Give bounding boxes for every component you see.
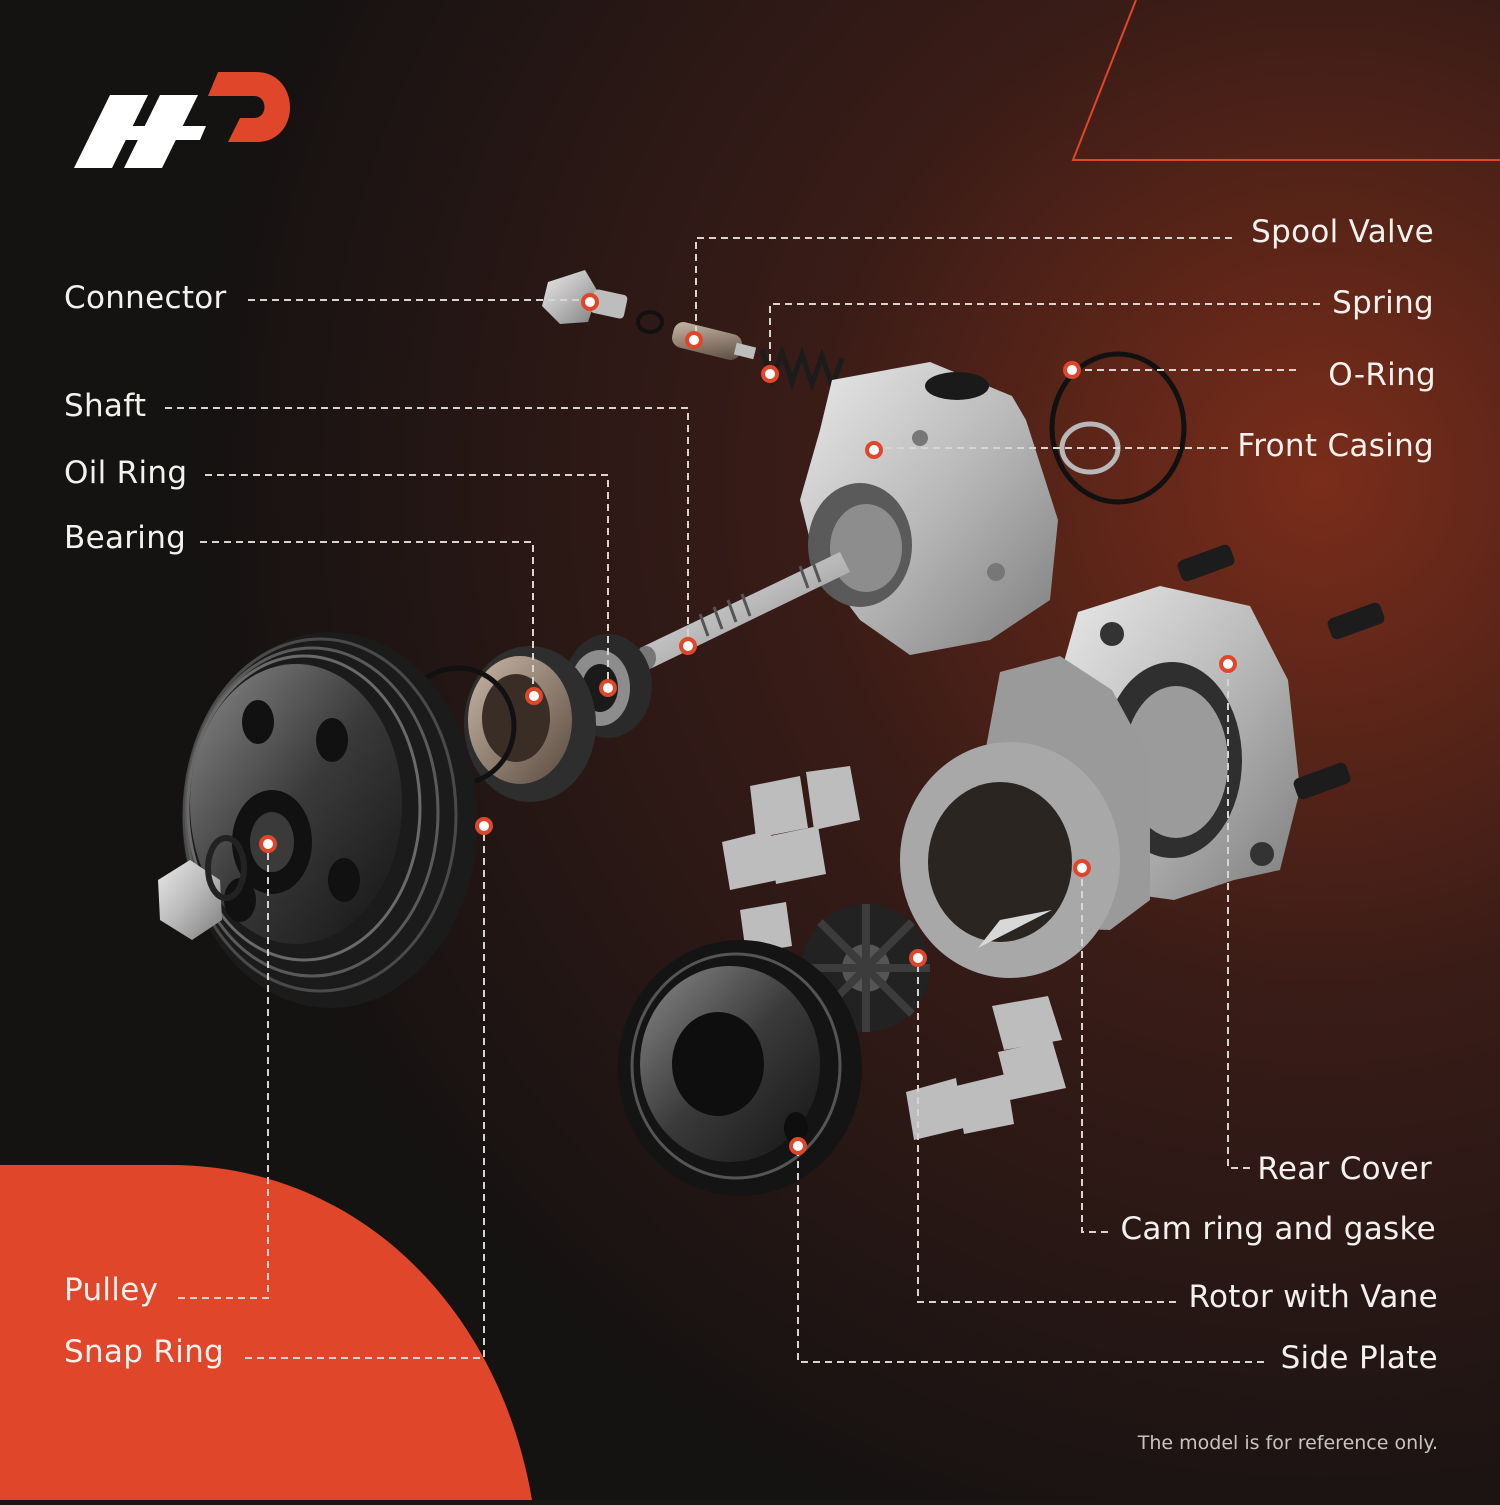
label-front-casing: Front Casing (1237, 428, 1434, 464)
dot-snap-ring (475, 817, 493, 835)
leader-cam-ring (1081, 868, 1108, 1233)
dot-side-plate (789, 1137, 807, 1155)
label-cam-ring: Cam ring and gaske (1120, 1211, 1436, 1247)
callout-dots (259, 293, 1237, 1155)
label-connector: Connector (64, 280, 227, 316)
pulley-part (182, 632, 478, 1008)
accent-corner-line (1071, 0, 1500, 161)
dot-rotor (909, 949, 927, 967)
label-pulley: Pulley (64, 1272, 159, 1308)
label-spring: Spring (1332, 285, 1434, 321)
dot-pulley (259, 835, 277, 853)
spool-valve-part (672, 322, 757, 360)
leader-lines (165, 237, 1320, 1363)
label-o-ring: O-Ring (1328, 357, 1436, 393)
dot-cam-ring (1073, 859, 1091, 877)
leader-shaft (165, 407, 689, 645)
dot-connector (581, 293, 599, 311)
dot-oil-ring (599, 679, 617, 697)
label-rear-cover: Rear Cover (1257, 1151, 1432, 1187)
leader-oil-ring (205, 474, 609, 688)
side-plate-part (618, 940, 862, 1196)
leader-snap-ring (245, 825, 485, 1359)
connector-part (542, 270, 664, 334)
label-spool-valve: Spool Valve (1251, 214, 1434, 250)
leader-pulley (178, 844, 269, 1299)
label-shaft: Shaft (64, 388, 147, 424)
vanes-part (722, 766, 1066, 1140)
dot-shaft (679, 637, 697, 655)
dot-rear-cover (1219, 655, 1237, 673)
label-oil-ring: Oil Ring (64, 455, 188, 491)
dot-spool-valve (685, 331, 703, 349)
nut-part (158, 835, 247, 940)
footnote: The model is for reference only. (1137, 1432, 1438, 1454)
bolts-part (1177, 544, 1385, 800)
cam-ring-part (900, 656, 1150, 978)
dot-front-casing (865, 441, 883, 459)
dot-spring (761, 365, 779, 383)
dot-bearing (525, 687, 543, 705)
label-bearing: Bearing (64, 520, 187, 556)
label-side-plate: Side Plate (1280, 1340, 1438, 1376)
leader-spool-valve (695, 237, 1232, 338)
leader-spring (769, 303, 1320, 374)
accent-corner-shape (0, 1165, 532, 1500)
label-snap-ring: Snap Ring (64, 1334, 225, 1370)
leader-bearing (200, 541, 534, 696)
dot-o-ring (1063, 361, 1081, 379)
brand-logo (74, 72, 291, 168)
o-ring-part (1049, 351, 1187, 505)
label-rotor: Rotor with Vane (1188, 1279, 1438, 1315)
leader-rotor (917, 956, 1176, 1303)
